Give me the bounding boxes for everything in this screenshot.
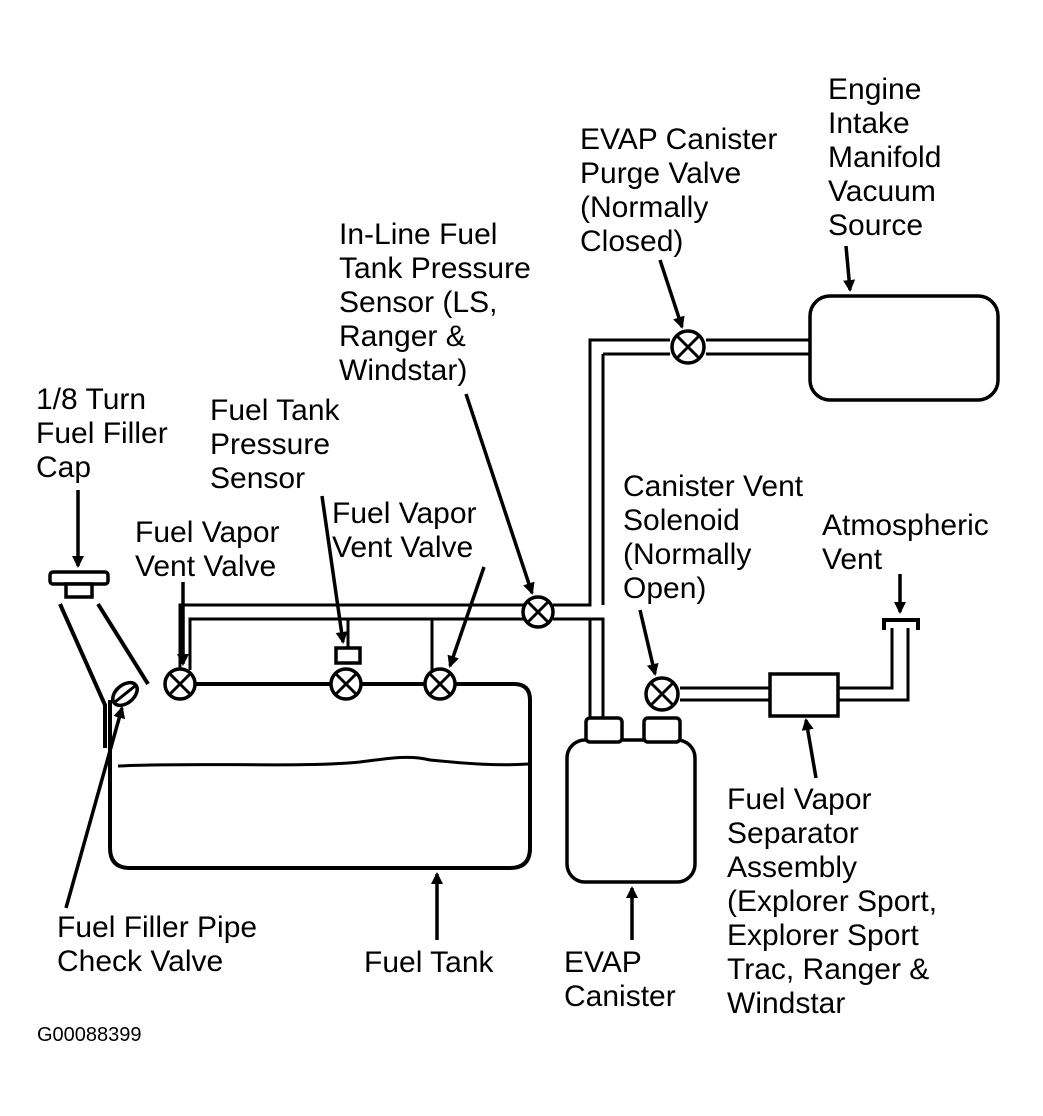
fuel-vapor-vent-valve-right bbox=[423, 667, 457, 701]
vapor-separator bbox=[768, 672, 840, 718]
label-inline-pressure-sensor: In-Line Fuel Tank Pressure Sensor (LS, R… bbox=[339, 218, 539, 387]
atmospheric-vent bbox=[882, 618, 920, 630]
label-canister-vent-solenoid: Canister Vent Solenoid (Normally Open) bbox=[623, 470, 811, 605]
fuel-filler-cap bbox=[48, 570, 110, 599]
fuel-vapor-vent-valve-left bbox=[163, 667, 197, 701]
fuel-tank-pressure-sensor bbox=[329, 646, 363, 701]
fuel-filler-pipe bbox=[58, 602, 150, 748]
label-fuel-vapor-vent-valve-left: Fuel Vapor Vent Valve bbox=[135, 516, 288, 583]
fuel-tank bbox=[108, 682, 532, 870]
canister-vent-solenoid bbox=[644, 676, 680, 712]
label-filler-cap: 1/8 Turn Fuel Filler Cap bbox=[36, 383, 176, 484]
evap-canister bbox=[565, 716, 697, 884]
filler-pipe-check-valve bbox=[111, 680, 139, 708]
label-fuel-tank: Fuel Tank bbox=[364, 946, 495, 979]
label-purge-valve: EVAP Canister Purge Valve (Normally Clos… bbox=[580, 123, 786, 258]
leader-arrows bbox=[64, 245, 906, 940]
label-filler-pipe-check-valve: Fuel Filler Pipe Check Valve bbox=[57, 911, 265, 978]
intake-manifold-box bbox=[808, 294, 1000, 402]
inline-pressure-sensor bbox=[521, 595, 555, 629]
label-fuel-vapor-vent-valve-right: Fuel Vapor Vent Valve bbox=[332, 497, 485, 564]
label-atmospheric-vent: Atmospheric Vent bbox=[822, 509, 997, 576]
label-intake-manifold: Engine Intake Manifold Vacuum Source bbox=[828, 73, 950, 242]
label-vapor-separator: Fuel Vapor Separator Assembly (Explorer … bbox=[727, 783, 945, 1020]
purge-valve bbox=[670, 329, 706, 365]
label-evap-canister: EVAP Canister bbox=[564, 946, 676, 1013]
label-fuel-tank-pressure-sensor: Fuel Tank Pressure Sensor bbox=[210, 394, 348, 495]
vapor-lines bbox=[178, 338, 910, 720]
figure-code: G00088399 bbox=[37, 1024, 142, 1046]
